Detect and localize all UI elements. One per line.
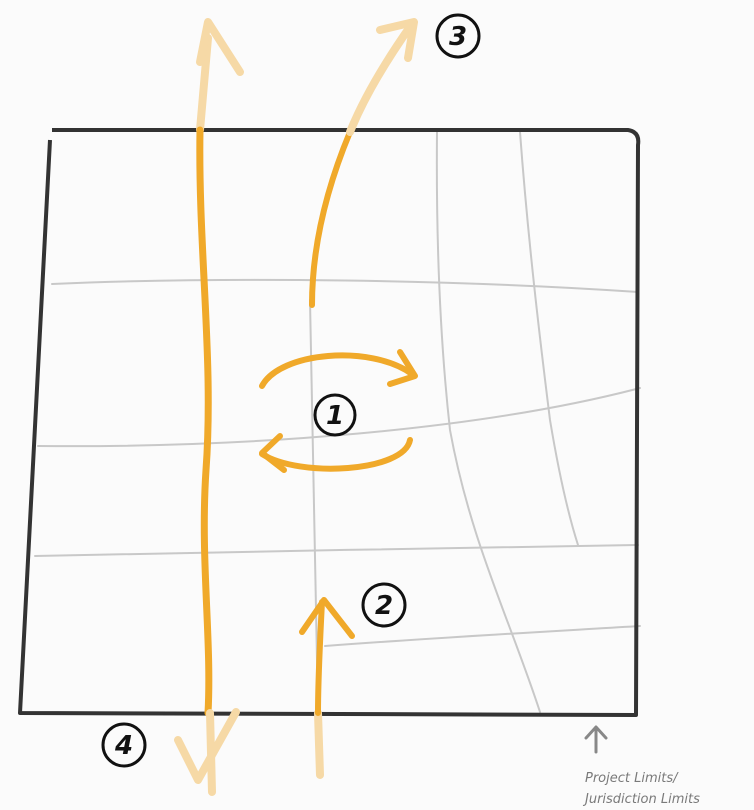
- caption-arrow-icon: [584, 725, 608, 754]
- number-marker-1: 1: [313, 393, 357, 437]
- street-v-2: [435, 131, 541, 713]
- number-marker-1-circle: [313, 393, 357, 437]
- incoming-trip-arrowhead: [299, 597, 355, 639]
- caption-line-1: Project Limits/: [585, 771, 679, 786]
- number-label-3: 3: [449, 22, 467, 52]
- caption-line-2: Jurisdiction Limits: [582, 792, 700, 807]
- through-trip-route: [174, 18, 244, 796]
- internal-trip-lower-arc: [259, 437, 413, 472]
- number-marker-4-circle: [101, 722, 147, 768]
- street-v-1: [309, 299, 319, 713]
- internal-trip-upper-arrowhead: [387, 349, 418, 387]
- external-trip-route: [309, 18, 418, 308]
- through-trip-faded-north: [196, 34, 212, 134]
- number-marker-2: 2: [361, 582, 407, 628]
- external-trip-line: [309, 129, 353, 308]
- number-marker-4: 4: [101, 722, 147, 768]
- external-trip-faded: [346, 20, 416, 136]
- internal-trip-lower-arrowhead: [259, 433, 287, 473]
- project-boundary: [18, 128, 641, 717]
- street-h-4: [324, 625, 641, 647]
- number-marker-3: 3: [435, 13, 481, 59]
- number-marker-2-circle: [361, 582, 407, 628]
- external-trip-arrowhead: [376, 18, 418, 62]
- number-label-2: 2: [375, 591, 393, 621]
- street-h-2: [37, 387, 641, 448]
- internal-trip-route: [259, 349, 418, 473]
- through-trip-arrowhead-south: [174, 708, 240, 784]
- number-label-1: 1: [326, 401, 344, 431]
- through-trip-arrowhead-north: [196, 18, 244, 76]
- incoming-trip-faded: [314, 709, 324, 779]
- through-trip-line: [196, 126, 213, 717]
- street-h-1: [51, 278, 639, 293]
- number-label-4: 4: [114, 731, 133, 761]
- internal-trip-upper-arc: [259, 352, 415, 389]
- incoming-trip-line: [315, 599, 325, 716]
- number-marker-3-circle: [435, 13, 481, 59]
- street-h-3: [34, 544, 639, 557]
- incoming-trip-route: [299, 597, 355, 779]
- street-v-3: [519, 131, 579, 546]
- street-grid: [34, 131, 641, 713]
